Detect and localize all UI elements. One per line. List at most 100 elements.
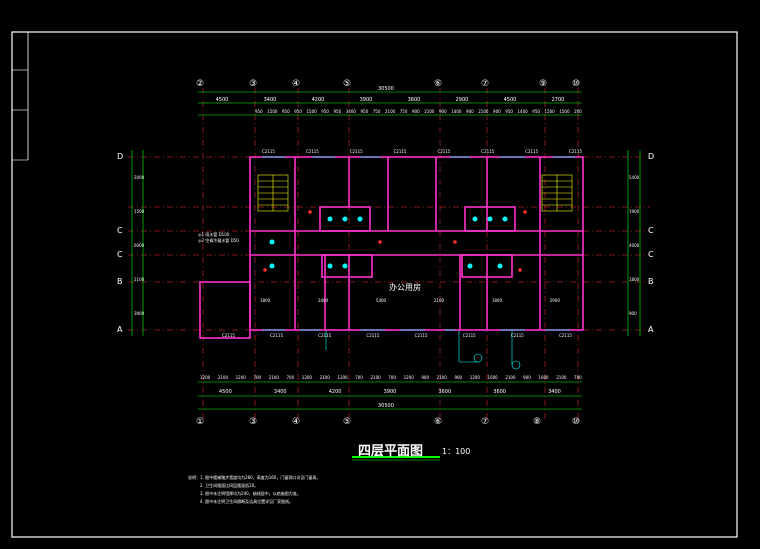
dim-value: 900 xyxy=(523,375,531,380)
axis-label: ④ xyxy=(292,79,301,89)
dim-value: 5400 xyxy=(629,174,640,180)
dims-right: 5400 1900 4000 1800 900 xyxy=(629,160,639,330)
axis-label: C xyxy=(117,250,123,259)
notes-label: 说明： xyxy=(188,475,200,480)
dim-value: 2100 xyxy=(505,375,516,380)
window-tag: C2115 xyxy=(262,149,275,154)
axis-labels-bottom: ① ③ ④ ⑤ ⑥ ⑦ ⑧ ⑩ xyxy=(0,417,760,429)
dim-value: 950 xyxy=(333,109,342,114)
dim-value: 1400 xyxy=(451,109,462,114)
dim-value: 900 xyxy=(454,375,463,380)
window-tag: C2115 xyxy=(414,333,428,338)
dim-value: 900 xyxy=(412,109,420,114)
note-line: 3. 图中未注明墙厚均为240，轴线居中。以结施图为准。 xyxy=(200,491,301,496)
dim-value: 2000 xyxy=(134,174,145,180)
dim-value: 1800 xyxy=(260,298,271,303)
downpipe-callouts xyxy=(325,330,521,370)
dim-value: 1800 xyxy=(491,298,502,303)
dim-value: 950 xyxy=(505,109,513,114)
dim-value: 4500 xyxy=(503,97,517,103)
dim-value: 950 xyxy=(294,109,302,114)
dim-value: 3400 xyxy=(548,389,561,395)
axis-labels-right: D C C B A xyxy=(648,0,660,549)
dim-value: 950 xyxy=(282,109,290,114)
dim-value: 3400 xyxy=(345,109,356,114)
dims-left: 2000 1500 6000 2100 3900 xyxy=(134,160,144,330)
dim-value: 6000 xyxy=(134,242,145,248)
dim-value: 3400 xyxy=(263,97,277,103)
dim-value: 1900 xyxy=(629,208,640,214)
window-tag: C2115 xyxy=(393,149,407,154)
dim-value: 900 xyxy=(493,109,501,114)
dim-value: 2100 xyxy=(424,109,435,114)
dim-value: 950 xyxy=(360,109,369,114)
axis-label: A xyxy=(117,325,123,334)
dim-overall-top: 30500 xyxy=(378,86,394,92)
dim-value: 3900 xyxy=(383,389,397,395)
dim-value: 2100 xyxy=(478,109,489,114)
dims-bottom-row2: 1200 2100 1200 700 2100 700 1200 2100 12… xyxy=(200,375,582,380)
dim-value: 750 xyxy=(399,109,408,114)
dim-value: 900 xyxy=(439,109,447,114)
dim-value: 1200 xyxy=(403,375,414,380)
window-tag: C2115 xyxy=(558,333,572,338)
dim-value: 700 xyxy=(574,375,582,380)
dim-value: 2100 xyxy=(370,375,381,380)
fixture-marks xyxy=(263,210,527,272)
dim-value: 1500 xyxy=(559,109,570,114)
axis-label: A xyxy=(648,325,654,334)
dim-value: 700 xyxy=(388,375,396,380)
dim-value: 1500 xyxy=(306,109,317,114)
dim-value: 2100 xyxy=(433,298,445,303)
dim-value: 4500 xyxy=(215,97,229,103)
axis-labels-left: D C C B A xyxy=(117,0,129,549)
window-tag: C2115 xyxy=(349,149,363,154)
dim-value: 1500 xyxy=(267,109,278,114)
dim-value: 950 xyxy=(255,109,263,114)
dim-value: 950 xyxy=(321,109,329,114)
axis-label: C xyxy=(648,250,654,259)
dim-value: 2100 xyxy=(134,276,145,282)
window-tag: C2115 xyxy=(305,149,319,154)
dim-value: 4200 xyxy=(328,389,342,395)
grid-lines-vertical xyxy=(202,88,579,420)
dim-value: 4500 xyxy=(219,389,232,395)
dim-value: 4000 xyxy=(629,242,640,248)
dim-value: 3400 xyxy=(317,298,329,303)
axis-label: C xyxy=(117,226,123,235)
window-tag: C2115 xyxy=(270,333,284,338)
dim-value: 3400 xyxy=(273,389,287,395)
dim-value: 700 xyxy=(355,375,363,380)
walls xyxy=(199,156,584,339)
dim-value: 2900 xyxy=(549,298,560,303)
dim-value: 2100 xyxy=(268,375,279,380)
axis-label: ③ xyxy=(249,79,258,89)
dim-value: 1200 xyxy=(469,375,480,380)
dim-value: 900 xyxy=(629,310,637,316)
dim-value: 900 xyxy=(421,375,430,380)
notes: 说明： 1. 图中楼梯踏步宽度均为280，高度为160，门窗洞口详见门窗表。 2… xyxy=(188,474,320,506)
axis-label: ⑩ xyxy=(572,417,581,427)
window-tag: C2115 xyxy=(481,149,495,154)
axis-label: D xyxy=(117,152,124,161)
title-block xyxy=(12,32,29,161)
axis-label: ③ xyxy=(249,417,258,427)
window-tag: C2115 xyxy=(318,333,332,338)
axis-label: ⑩ xyxy=(572,79,581,89)
window-tag: C2115 xyxy=(510,333,524,338)
dim-value: 950 xyxy=(532,109,540,114)
dim-value: 1200 xyxy=(301,375,312,380)
axis-label: C xyxy=(648,226,654,235)
window-tag: C2115 xyxy=(525,149,539,154)
axis-label: ⑤ xyxy=(343,417,352,427)
axis-label: ⑦ xyxy=(481,417,490,427)
note-line: 1. 图中楼梯踏步宽度均为280，高度为160，门窗洞口详见门窗表。 xyxy=(200,475,321,480)
dim-value: 2100 xyxy=(436,375,447,380)
window-tags-top: C2115 C2115 C2115 C2115 C2115 C2115 C211… xyxy=(262,149,582,154)
dims-top-row1: 4500 3400 4200 3900 3600 2900 4500 2700 xyxy=(198,97,582,103)
dim-value: 1500 xyxy=(134,208,145,214)
axis-label: ④ xyxy=(292,417,301,427)
note-line: 4. 图中未注明卫生间隔断及洁具位置详见厂家图纸。 xyxy=(200,499,294,504)
window-tag: C2115 xyxy=(366,333,380,338)
